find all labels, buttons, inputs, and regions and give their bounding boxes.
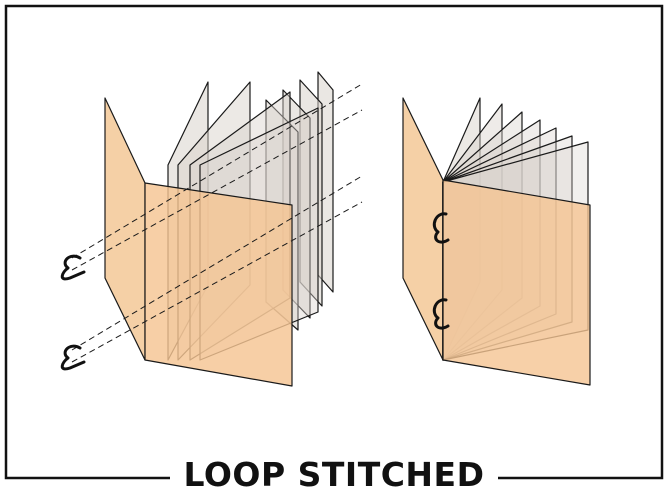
- front-cover: [144, 182, 293, 387]
- stitch-lines: [71, 83, 363, 363]
- assembled-staple-bottom-icon: [432, 298, 450, 330]
- frame: [4, 4, 664, 480]
- diagram-title: LOOP STITCHED: [183, 455, 485, 494]
- back-cover-flap: [104, 97, 146, 361]
- staple-bottom-icon: [60, 344, 86, 371]
- exploded-view: [60, 71, 363, 387]
- assembled-front-cover: [442, 179, 591, 386]
- assembled-staple-top-icon: [432, 212, 450, 244]
- staple-top-icon: [60, 254, 86, 281]
- assembled-view: [402, 97, 591, 386]
